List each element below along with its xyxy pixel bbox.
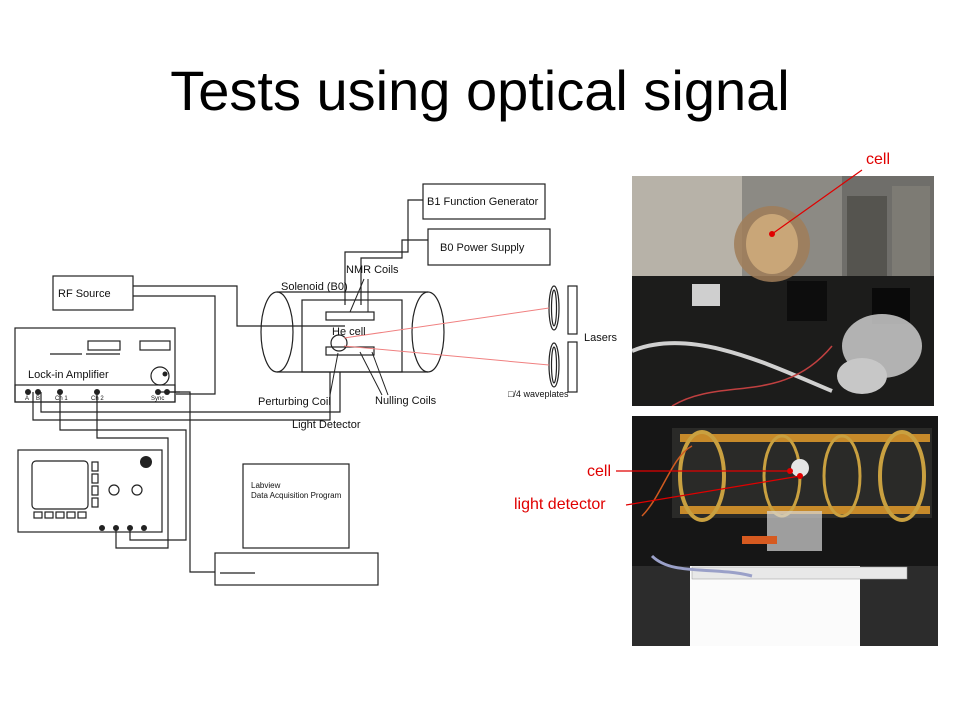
perturbing-coil-label: Perturbing Coil — [258, 396, 331, 408]
labview-label-2: Data Acquisition Program — [251, 491, 342, 500]
computer-monitor — [242, 463, 350, 549]
solenoid-right-end — [411, 291, 445, 373]
laser-1 — [567, 285, 578, 335]
b0-supply-label: B0 Power Supply — [440, 242, 525, 254]
nulling-coils-label: Nulling Coils — [375, 395, 437, 407]
labview-label-1: Labview — [251, 481, 281, 490]
b1-generator-box — [422, 183, 546, 220]
laser-2 — [567, 341, 578, 393]
rf-source-label: RF Source — [58, 288, 111, 300]
he-cell-label: He cell — [332, 326, 366, 338]
rf-source-box — [52, 275, 134, 311]
lockin-port-ch1-label: Ch 1 — [55, 396, 68, 402]
nmr-coils-label: NMR Coils — [346, 264, 399, 276]
waveplate-2-inner — [550, 346, 558, 384]
b0-supply-box — [427, 228, 551, 266]
laser-beam-1 — [343, 307, 550, 339]
b1-generator-label: B1 Function Generator — [427, 196, 539, 208]
lasers-label: Lasers — [584, 332, 618, 344]
he-cell — [330, 334, 348, 352]
computer-base — [214, 552, 379, 586]
lockin-port-sync-label: Sync — [151, 396, 164, 402]
callout-cell-top: cell — [866, 151, 891, 168]
oscilloscope-box — [17, 449, 163, 533]
waveplates-label: □/4 waveplates — [508, 389, 569, 399]
laser-beam-2 — [343, 345, 550, 366]
solenoid-label: Solenoid (B0) — [281, 281, 348, 293]
callout-cell-bottom: cell — [587, 463, 612, 480]
solenoid-inner-box — [301, 299, 403, 373]
lockin-port-b-label: B — [36, 396, 40, 402]
light-detector-label: Light Detector — [292, 419, 361, 431]
solenoid-left-end — [260, 291, 294, 373]
nmr-coil-top — [325, 311, 375, 321]
lockin-label: Lock-in Amplifier — [28, 369, 109, 381]
photo-apparatus-bottom — [632, 416, 938, 646]
waveplate-1-inner — [550, 289, 558, 327]
lockin-port-ch2-label: Ch 2 — [91, 396, 104, 402]
callout-light-detector: light detector — [514, 496, 606, 513]
waveplate-1 — [548, 285, 560, 331]
slide-title: Tests using optical signal — [170, 59, 790, 122]
photo-apparatus-top — [632, 176, 934, 406]
waveplate-2 — [548, 342, 560, 388]
lockin-port-a-label: A — [25, 396, 29, 402]
